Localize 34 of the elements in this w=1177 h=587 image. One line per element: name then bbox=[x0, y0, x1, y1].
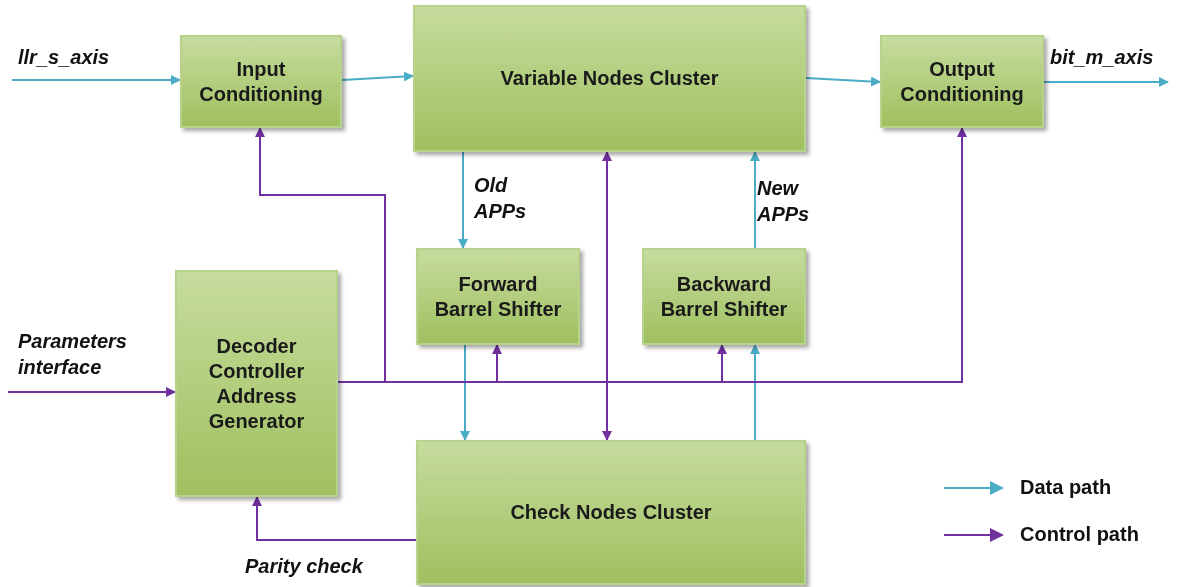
process-box bbox=[413, 5, 806, 152]
process-box bbox=[180, 35, 342, 128]
edge-label: New APPs bbox=[757, 176, 811, 227]
arrow bbox=[602, 151, 612, 441]
process-box bbox=[642, 248, 806, 345]
arrow bbox=[11, 75, 181, 85]
edge-label: Old APPs bbox=[474, 173, 528, 224]
arrow bbox=[458, 151, 468, 249]
process-box bbox=[880, 35, 1044, 128]
node-label: Decoder Controller Address Generator bbox=[207, 333, 306, 434]
edge-label: llr_s_axis bbox=[18, 45, 111, 70]
process-box bbox=[416, 248, 580, 345]
arrow bbox=[750, 344, 760, 441]
node-label: Output Conditioning bbox=[899, 56, 1025, 107]
arrow bbox=[750, 151, 760, 249]
node-label: Input Conditioning bbox=[198, 56, 324, 107]
process-box bbox=[416, 440, 806, 585]
arrow bbox=[805, 76, 881, 87]
node-label: Check Nodes Cluster bbox=[509, 500, 713, 525]
edge-label: Parity check bbox=[245, 554, 365, 579]
legend-label: Control path bbox=[1020, 523, 1139, 546]
edge-label: Parameters interface bbox=[18, 329, 128, 380]
node-label: Backward Barrel Shifter bbox=[659, 271, 789, 322]
arrow bbox=[341, 71, 414, 82]
arrow bbox=[252, 496, 417, 541]
arrow bbox=[1043, 77, 1169, 87]
arrow bbox=[460, 344, 470, 441]
legend-label: Data path bbox=[1020, 476, 1112, 499]
process-box bbox=[175, 270, 338, 497]
arrow bbox=[7, 387, 176, 397]
arrow bbox=[255, 127, 386, 383]
edge-label: bit_m_axis bbox=[1050, 45, 1155, 70]
node-label: Variable Nodes Cluster bbox=[499, 66, 720, 91]
node-label: Forward Barrel Shifter bbox=[433, 271, 563, 322]
